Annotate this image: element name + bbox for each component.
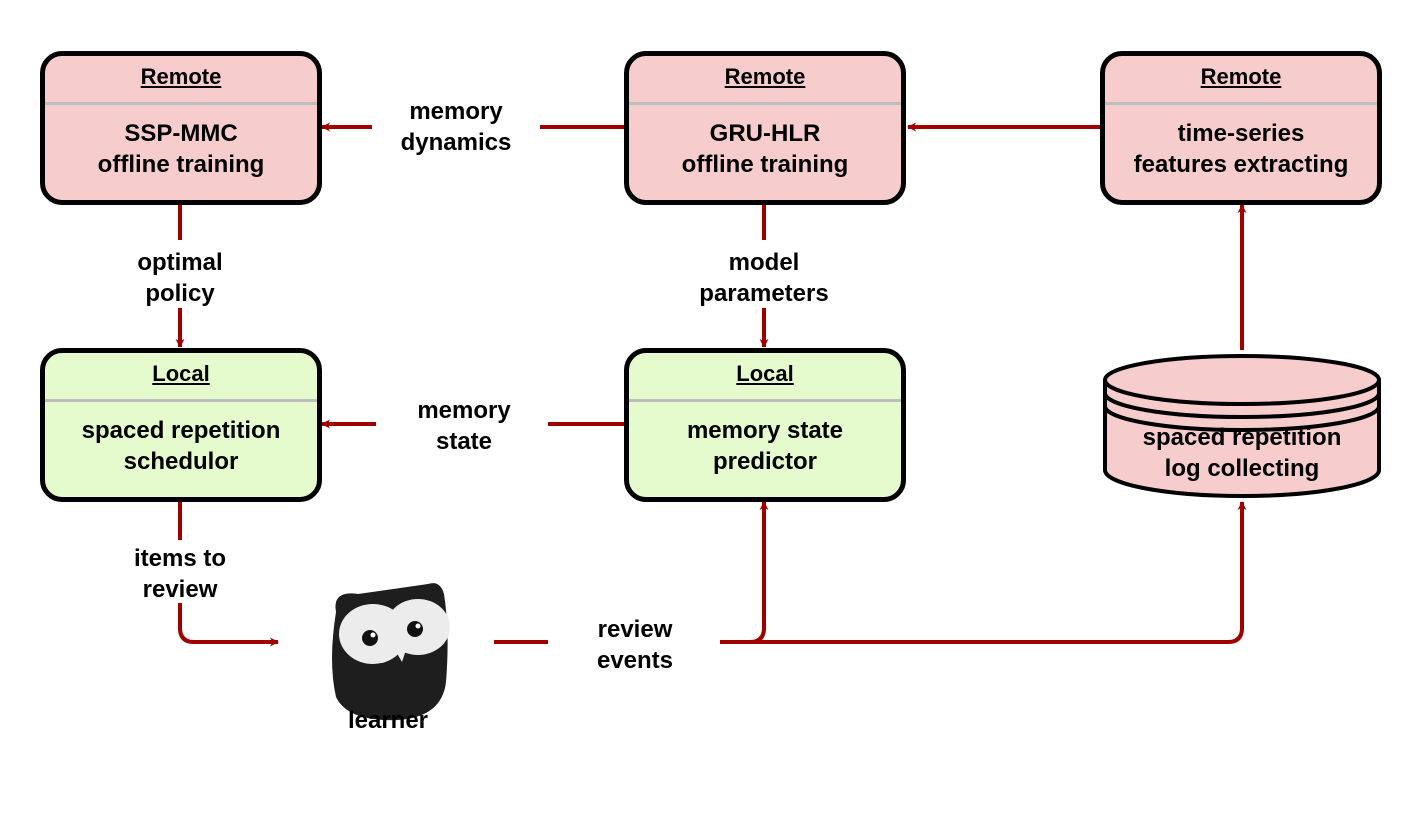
label-model-parameters: model parameters [684, 247, 844, 309]
node-title: GRU-HLR [709, 120, 821, 147]
edge-review-events-to-log [750, 501, 1247, 644]
node-log-database[interactable] [1100, 350, 1390, 505]
learner-label: learner [347, 707, 429, 734]
node-title: time-series [1177, 120, 1305, 147]
owl-icon [332, 583, 450, 721]
node-gru-hlr[interactable]: Remote GRU-HLR offline training [624, 51, 906, 205]
node-scheduler[interactable]: Local spaced repetition schedulor [40, 348, 322, 502]
node-title: spaced repetition [81, 417, 281, 444]
label-review-events: review events [555, 614, 715, 676]
node-body: spaced repetition schedulor [45, 415, 317, 477]
node-body: SSP-MMC offline training [45, 118, 317, 180]
node-subtitle: offline training [97, 151, 265, 178]
node-subtitle: schedulor [123, 448, 239, 475]
node-subtitle: predictor [712, 448, 817, 475]
node-header: Remote [724, 64, 806, 89]
label-items-to-review: items to review [100, 543, 260, 605]
db-body [1103, 380, 1381, 498]
divider [1105, 102, 1377, 105]
label-line: state [435, 428, 493, 455]
node-title: spaced repetition [1142, 424, 1342, 451]
label-optimal-policy: optimal policy [100, 247, 260, 309]
node-body: GRU-HLR offline training [629, 118, 901, 180]
node-features-extracting[interactable]: Remote time-series features extracting [1100, 51, 1382, 205]
node-ssp-mmc[interactable]: Remote SSP-MMC offline training [40, 51, 322, 205]
node-subtitle: offline training [681, 151, 849, 178]
divider [629, 102, 901, 105]
label-line: parameters [699, 280, 829, 307]
db-top [1103, 354, 1381, 406]
node-body: memory state predictor [629, 415, 901, 477]
label-line: review [597, 616, 673, 643]
label-line: memory [417, 397, 511, 424]
db-ring-2 [1103, 405, 1381, 432]
label-memory-dynamics: memory dynamics [372, 96, 540, 158]
db-ring-1 [1103, 392, 1381, 419]
node-header: Remote [140, 64, 222, 89]
label-line: dynamics [400, 129, 512, 156]
divider [629, 399, 901, 402]
edge-items-bottom [178, 603, 279, 647]
node-header: Local [152, 361, 210, 386]
label-memory-state: memory state [380, 395, 548, 457]
node-title: SSP-MMC [124, 120, 238, 147]
edge-review-events-to-predictor [720, 501, 769, 644]
node-subtitle: log collecting [1164, 455, 1320, 482]
label-line: optimal [137, 249, 223, 276]
divider [45, 399, 317, 402]
node-title: memory state [686, 417, 844, 444]
divider [45, 102, 317, 105]
node-body: time-series features extracting [1105, 118, 1377, 180]
node-header: Remote [1200, 64, 1282, 89]
label-line: policy [145, 280, 215, 307]
node-predictor[interactable]: Local memory state predictor [624, 348, 906, 502]
label-line: memory [409, 98, 503, 125]
label-line: events [596, 647, 674, 674]
node-header: Local [736, 361, 794, 386]
label-line: model [728, 249, 800, 276]
label-line: items to [133, 545, 226, 572]
node-subtitle: features extracting [1133, 151, 1349, 178]
node-log-database-label: spaced repetition log collecting [1100, 422, 1384, 484]
label-line: review [142, 576, 218, 603]
